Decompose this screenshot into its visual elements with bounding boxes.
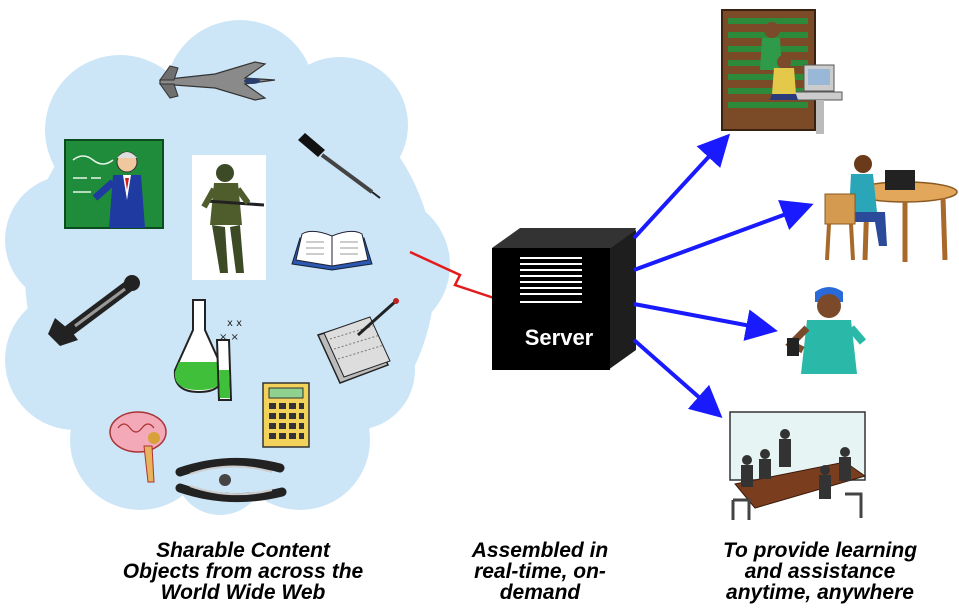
caption-middle-line-3: demand [499, 581, 581, 604]
distribution-arrows [632, 133, 814, 418]
brain-icon [109, 411, 167, 483]
calculator-icon [262, 382, 310, 448]
caption-middle-line-1: Assembled in [471, 539, 609, 562]
arrow-to-lab [632, 133, 731, 240]
caption-middle-line-2: real-time, on- [474, 560, 606, 583]
fighter-jet-icon [159, 61, 276, 101]
meeting-icon [729, 411, 867, 520]
arrow-to-desk [633, 199, 814, 272]
caption-left-line-3: World Wide Web [160, 581, 326, 604]
caption-right-line-2: and assistance [744, 560, 896, 583]
caption-left-line-1: Sharable Content [156, 539, 330, 562]
lightning-connector [409, 250, 495, 300]
screwdriver-icon [298, 133, 381, 199]
server-box: Server [492, 228, 636, 370]
svg-text:x x: x x [227, 318, 242, 329]
caption-provide-learning: To provide learning and assistance anyti… [690, 540, 950, 603]
pen-and-papers-icon [316, 298, 399, 384]
caption-right-line-3: anytime, anywhere [726, 581, 914, 604]
teacher-icon [64, 139, 164, 229]
arrow-to-meeting [632, 338, 723, 418]
pliers-icon [175, 457, 287, 503]
svg-text:× ×: × × [219, 332, 239, 343]
worker-icon [785, 287, 867, 374]
soldier-icon [192, 155, 266, 280]
person-at-desk-icon [824, 155, 958, 262]
arrow-to-worker [633, 302, 778, 341]
lab-workers-icon [721, 9, 843, 134]
open-book-icon [291, 230, 373, 271]
caption-left-line-2: Objects from across the [122, 560, 364, 583]
caption-right-line-1: To provide learning [722, 539, 918, 562]
server-label: Server [525, 325, 594, 350]
caption-sharable-content: Sharable Content Objects from across the… [108, 540, 378, 603]
chemistry-flasks-icon: x x × × [173, 299, 242, 401]
wrench-icon [48, 275, 140, 346]
caption-assembled: Assembled in real-time, on- demand [450, 540, 630, 603]
